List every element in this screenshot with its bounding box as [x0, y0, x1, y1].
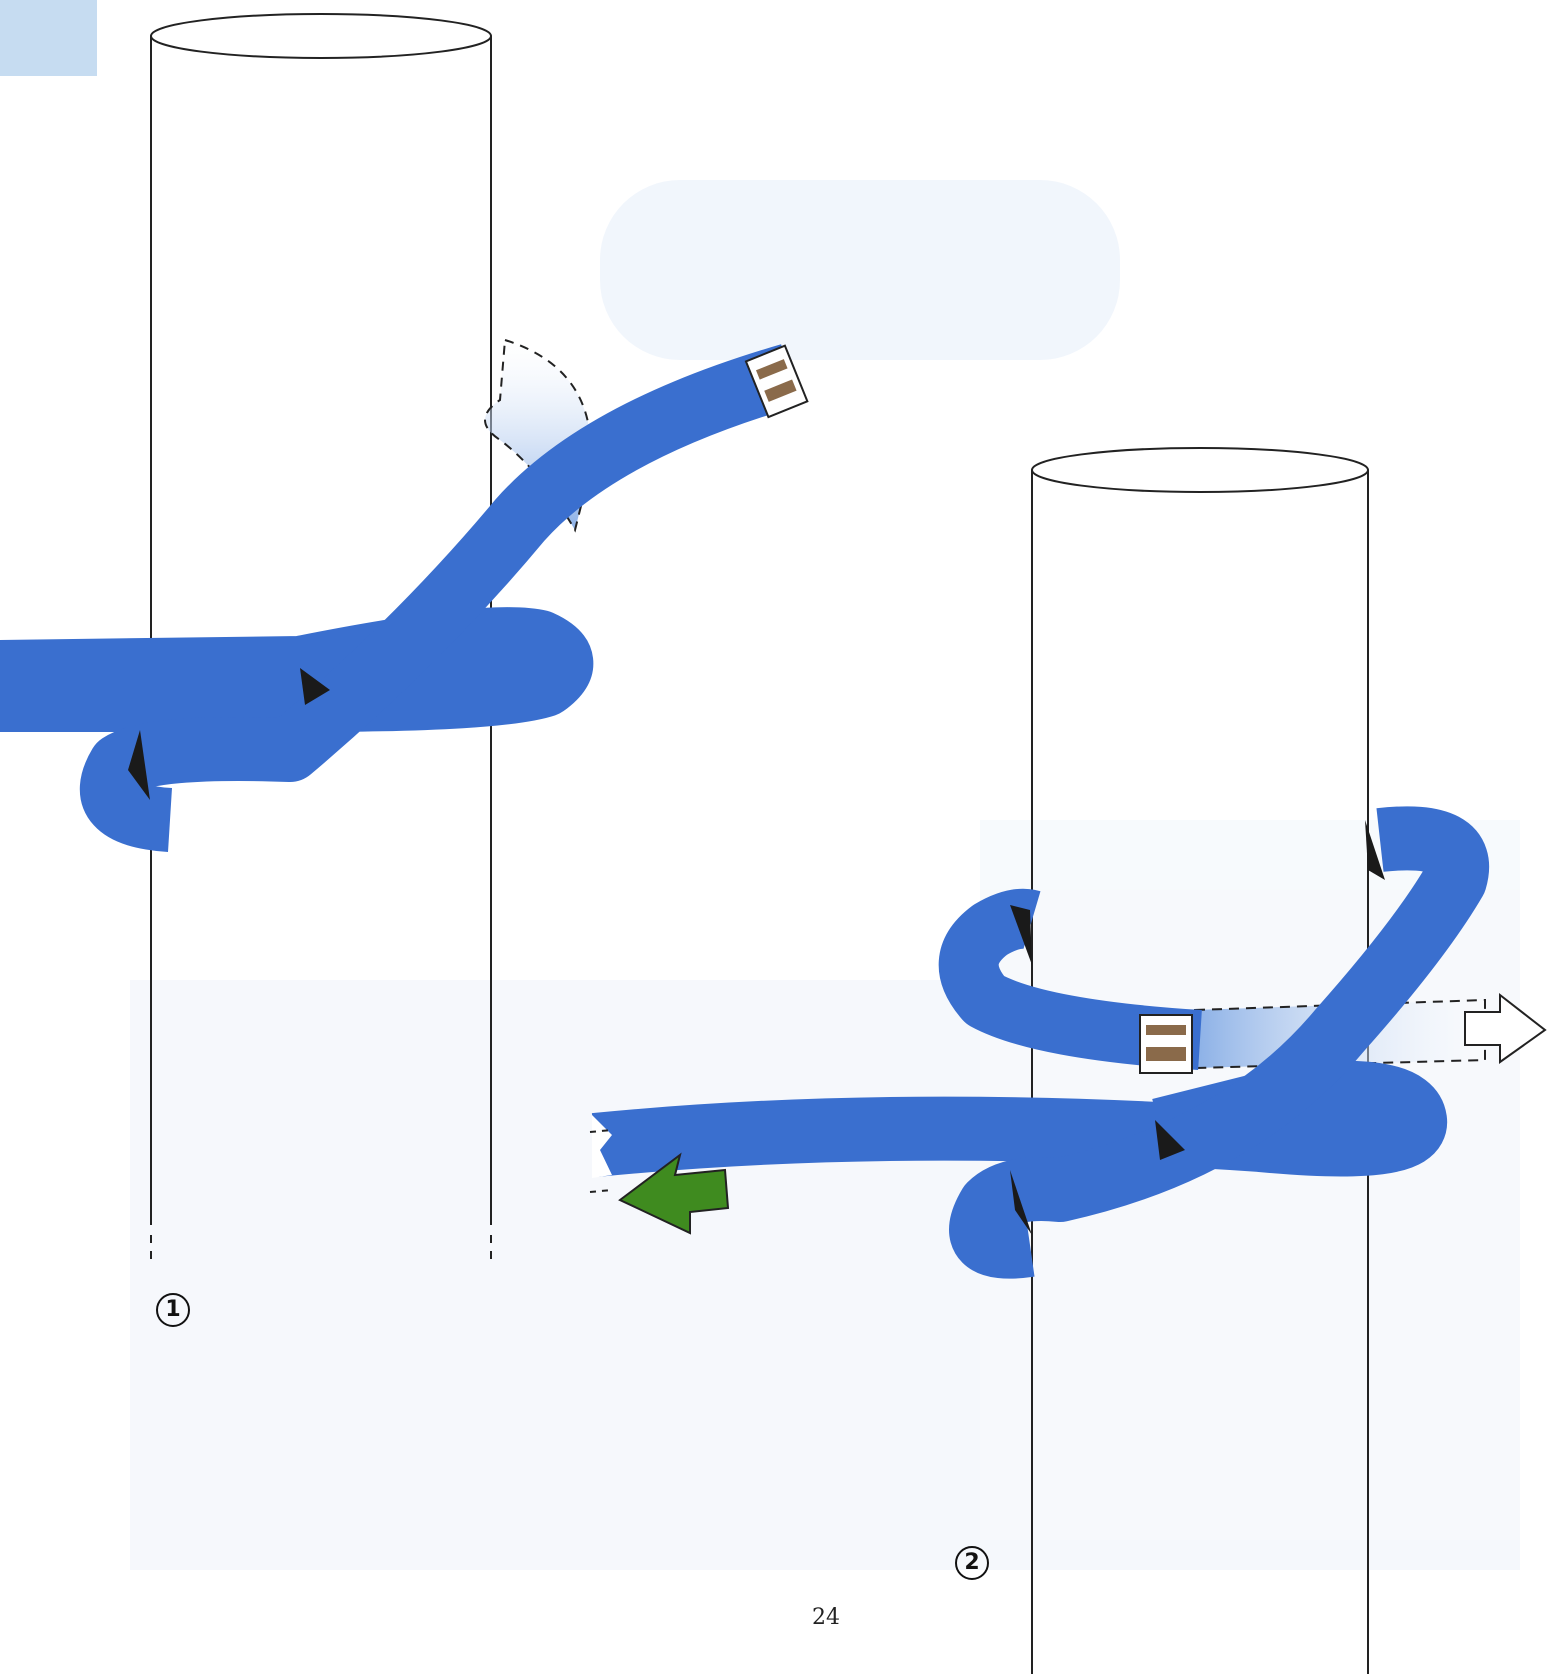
page-number: 24 [812, 1605, 840, 1630]
rope-standing-part-1 [0, 639, 561, 700]
step-2-number: 2 [955, 1546, 989, 1580]
step-1-number: 1 [156, 1293, 190, 1327]
rope-end-2 [1140, 1015, 1192, 1073]
background-wash [130, 180, 1520, 1570]
